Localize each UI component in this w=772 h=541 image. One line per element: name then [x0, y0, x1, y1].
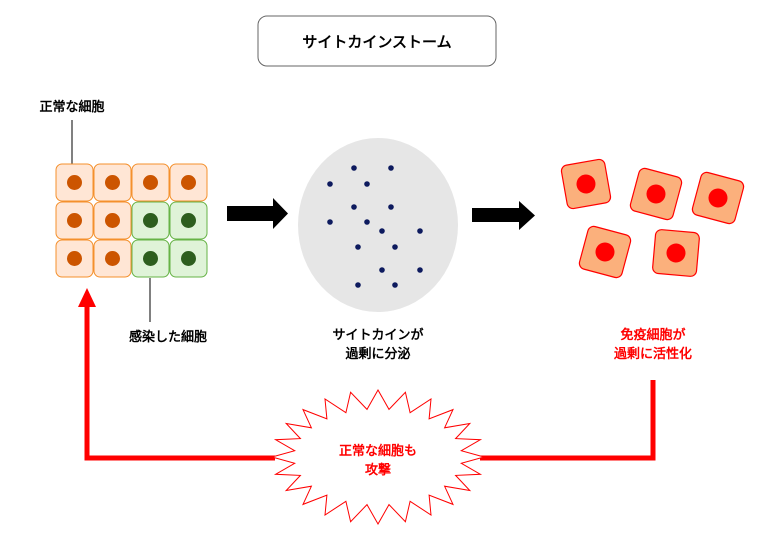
immune-cells	[560, 158, 745, 279]
normal-cell	[93, 239, 132, 278]
normal-cell	[131, 163, 170, 202]
cytokine-dot	[392, 244, 398, 250]
infected-cell	[131, 201, 170, 240]
cytokine-dot	[355, 244, 361, 250]
cytokine-label-line1: サイトカインが	[332, 327, 423, 343]
immune-cell	[691, 171, 745, 225]
immune-cell-nucleus	[576, 174, 596, 194]
cytokine-dot	[364, 181, 370, 187]
immune-cell-nucleus	[595, 242, 615, 262]
immune-cell-nucleus	[646, 184, 666, 204]
immune-label-line1: 免疫細胞が	[620, 327, 685, 343]
cell-grid	[55, 163, 208, 278]
cell-nucleus	[143, 213, 158, 228]
cytokine-dot	[351, 165, 357, 171]
feedback-loop	[78, 288, 656, 461]
cytokine-ellipse	[298, 138, 458, 312]
cytokine-dot	[327, 181, 333, 187]
normal-cell	[169, 163, 208, 202]
cytokine-dot	[351, 204, 357, 210]
cell-nucleus	[105, 251, 120, 266]
cell-nucleus	[105, 213, 120, 228]
cytokine-dot	[392, 282, 398, 288]
normal-cell	[93, 163, 132, 202]
cytokine-dot	[388, 204, 394, 210]
cell-nucleus	[67, 175, 82, 190]
cytokine-dot	[355, 282, 361, 288]
cytokine-label-line2: 過剰に分泌	[344, 346, 410, 362]
immune-cell	[629, 167, 683, 221]
normal-cell	[93, 201, 132, 240]
immune-cell	[578, 225, 632, 279]
infected-cell	[169, 239, 208, 278]
title-box-frame	[257, 15, 497, 67]
title-box: サイトカインストーム	[257, 15, 497, 67]
cytokine-dot	[364, 219, 370, 225]
cell-nucleus	[143, 175, 158, 190]
immune-cell-nucleus	[708, 188, 728, 208]
normal-cell	[55, 163, 94, 202]
attack-label-line2: 攻撃	[365, 462, 391, 478]
cytokine-dot	[379, 267, 385, 273]
cytokine-dot	[327, 219, 333, 225]
cell-nucleus	[67, 251, 82, 266]
normal-cell	[55, 201, 94, 240]
cytokine-dot	[388, 165, 394, 171]
normal-cells-label: 正常な細胞	[39, 99, 104, 115]
cell-nucleus	[181, 175, 196, 190]
infected-cells-label: 感染した細胞	[129, 329, 207, 345]
immune-cell-nucleus	[666, 243, 686, 263]
feedback-line-right	[480, 380, 656, 461]
cell-nucleus	[67, 213, 82, 228]
right-arrow-icon	[472, 201, 535, 230]
title-text: サイトカインストーム	[302, 33, 451, 51]
immune-cell	[652, 229, 700, 277]
cell-nucleus	[143, 251, 158, 266]
starburst-shape	[270, 388, 486, 526]
infected-cell	[131, 239, 170, 278]
infected-cell	[169, 201, 208, 240]
cytokine-dot	[417, 228, 423, 234]
up-arrow-icon	[78, 288, 96, 307]
feedback-line-left	[84, 305, 275, 461]
cytokine-cloud	[298, 138, 458, 312]
cell-nucleus	[181, 251, 196, 266]
cytokine-dot	[379, 228, 385, 234]
cytokine-dot	[417, 267, 423, 273]
right-arrow-icon	[227, 198, 288, 229]
cell-nucleus	[181, 213, 196, 228]
immune-cell	[560, 158, 612, 210]
normal-cell	[55, 239, 94, 278]
cell-nucleus	[105, 175, 120, 190]
attack-label-line1: 正常な細胞も	[339, 443, 417, 459]
immune-label-line2: 過剰に活性化	[613, 346, 692, 362]
